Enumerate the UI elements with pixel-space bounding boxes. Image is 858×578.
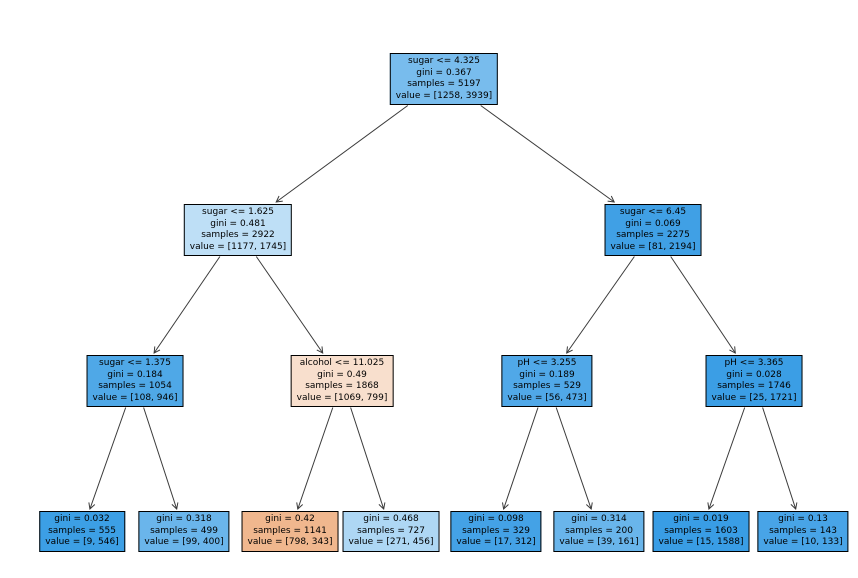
node-text-line: value = [25, 1721] xyxy=(711,392,797,403)
node-text-line: gini = 0.028 xyxy=(726,369,782,380)
node-text-line: value = [10, 133] xyxy=(763,537,843,547)
node-text-line: samples = 1746 xyxy=(717,381,791,391)
node-text-line: value = [1258, 3939] xyxy=(395,90,493,101)
tree-edge-arrow xyxy=(255,256,324,354)
node-text-line: gini = 0.189 xyxy=(519,369,575,380)
node-text-line: samples = 555 xyxy=(48,525,116,536)
node-text-line: samples = 5197 xyxy=(407,79,481,89)
node-text-line: samples = 329 xyxy=(462,525,530,536)
node-text-line: pH <= 3.365 xyxy=(724,358,784,368)
node-text-line: pH <= 3.255 xyxy=(517,358,577,368)
tree-edge-arrow xyxy=(275,105,409,203)
tree-edge-arrow xyxy=(762,407,798,510)
tree-edge-arrow xyxy=(566,256,635,354)
node-text-line: gini = 0.318 xyxy=(156,514,212,524)
node-text-line: sugar <= 1.625 xyxy=(202,207,274,217)
tree-edge-arrow xyxy=(480,105,616,203)
node-text-line: value = [39, 161] xyxy=(559,537,639,547)
node-text-line: value = [1069, 799] xyxy=(296,392,388,403)
node-text-line: value = [108, 946] xyxy=(92,392,178,403)
node-text-line: alcohol <= 11.025 xyxy=(299,358,385,368)
tree-edge-arrow xyxy=(670,256,736,354)
node-text-line: value = [1177, 1745] xyxy=(189,241,287,252)
node-text-line: value = [81, 2194] xyxy=(610,241,696,252)
node-text-line: value = [9, 546] xyxy=(45,537,119,547)
node-text-line: gini = 0.019 xyxy=(673,514,729,524)
node-text-line: samples = 1868 xyxy=(305,381,379,391)
node-text-line: samples = 1141 xyxy=(253,525,327,536)
node-text-line: gini = 0.314 xyxy=(571,514,627,524)
tree-edge-group xyxy=(88,105,798,510)
tree-edge-arrow xyxy=(143,407,179,510)
node-text-line: samples = 727 xyxy=(357,525,425,536)
node-text-line: samples = 1603 xyxy=(664,525,738,536)
node-text-line: samples = 499 xyxy=(150,525,218,536)
node-text-line: gini = 0.13 xyxy=(778,514,828,524)
tree-edge-arrow xyxy=(502,407,539,510)
node-text-line: gini = 0.098 xyxy=(468,514,524,524)
node-text-line: gini = 0.069 xyxy=(625,218,681,229)
node-text-line: gini = 0.032 xyxy=(54,514,110,524)
node-text-line: sugar <= 4.325 xyxy=(408,56,480,66)
tree-edge-arrow xyxy=(350,407,386,510)
tree-edge-arrow xyxy=(296,407,334,510)
node-text-line: value = [17, 312] xyxy=(456,537,536,547)
node-text-line: gini = 0.184 xyxy=(107,369,163,380)
node-text-line: gini = 0.367 xyxy=(416,67,472,78)
node-text-line: value = [15, 1588] xyxy=(658,537,744,547)
node-text-line: gini = 0.481 xyxy=(210,218,266,229)
node-text-line: samples = 2922 xyxy=(201,230,275,240)
node-text-line: value = [99, 400] xyxy=(144,537,224,547)
node-text-line: samples = 2275 xyxy=(616,230,690,240)
tree-edge-arrow xyxy=(555,407,593,510)
node-text-line: samples = 1054 xyxy=(98,381,172,391)
tree-edge-arrow xyxy=(153,256,221,354)
node-text-line: gini = 0.49 xyxy=(317,369,367,380)
node-text-line: gini = 0.468 xyxy=(363,514,419,524)
node-text-line: samples = 529 xyxy=(513,381,581,391)
node-text-line: samples = 143 xyxy=(769,525,837,536)
node-text-line: samples = 200 xyxy=(565,525,633,536)
node-text-line: value = [798, 343] xyxy=(247,537,333,547)
tree-edge-arrow xyxy=(88,407,127,510)
node-text-line: value = [271, 456] xyxy=(348,537,434,547)
tree-edge-arrow xyxy=(707,407,746,510)
node-text-line: gini = 0.42 xyxy=(265,514,315,524)
node-text-line: sugar <= 6.45 xyxy=(619,207,687,217)
node-text-line: value = [56, 473] xyxy=(507,392,587,403)
node-text-line: sugar <= 1.375 xyxy=(99,358,171,368)
